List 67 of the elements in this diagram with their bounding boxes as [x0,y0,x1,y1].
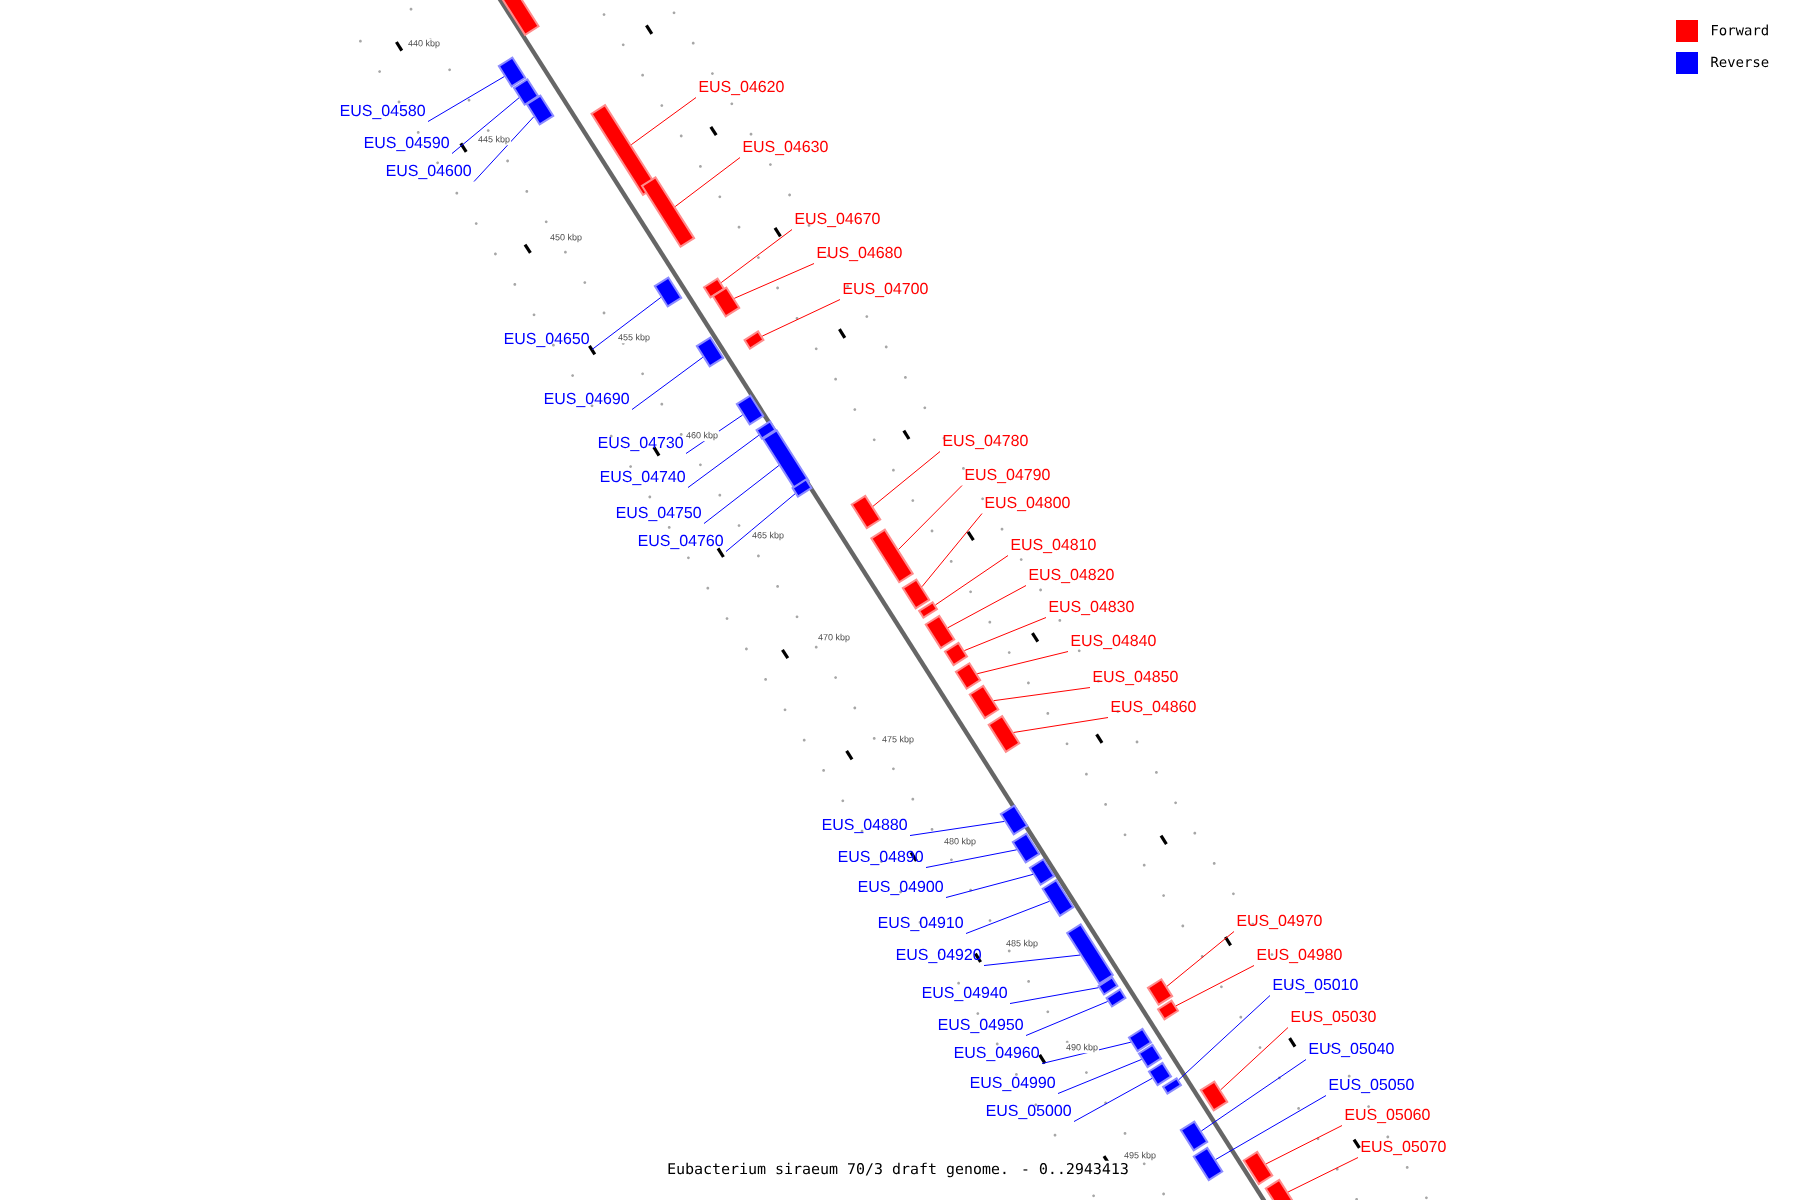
leader-line [1073,1077,1153,1123]
gene-block [1199,1080,1229,1112]
gene-block [1147,1061,1173,1087]
gene-block [735,394,765,426]
leader-line [1166,931,1235,987]
leader-line [591,296,662,351]
gene-block [695,336,725,368]
leader-line [1013,717,1109,733]
leader-line [1178,995,1271,1081]
gene-block [924,614,956,650]
leader-line [720,229,793,284]
gene-block [711,286,741,318]
gene-block [943,641,969,667]
gene-block [1097,976,1119,996]
leader-line [976,651,1069,675]
gene-block [791,478,813,498]
leader-line [1041,1041,1132,1065]
leader-line [687,434,760,489]
leader-line [1220,1027,1289,1091]
gene-block [653,276,683,308]
leader-line [631,356,704,411]
leader-line [964,617,1047,652]
leader-line [1025,1001,1109,1037]
gene-block [968,684,1000,720]
leader-line [934,555,1009,606]
leader-line [921,513,983,588]
leader-line [703,465,780,525]
gene-block [999,804,1029,836]
leader-line [1265,1125,1343,1165]
gene-block [525,94,555,126]
leader-line [1200,1059,1307,1132]
leader-line [947,585,1027,629]
leader-line [725,493,796,553]
leader-line [1287,1157,1359,1193]
gene-block [1105,988,1127,1008]
gene-block [1179,1120,1209,1152]
leader-line [1175,965,1255,1007]
leader-line [965,900,1050,935]
leader-line [685,414,744,455]
leader-line [1215,1095,1327,1160]
gene-block [901,578,931,610]
leader-line [945,873,1034,899]
gene-block [755,420,777,440]
gene-block [497,56,527,88]
leader-line [761,299,841,337]
gene-block [1127,1027,1153,1053]
leader-line [872,451,941,507]
gene-block [1011,832,1041,864]
leader-line [1057,1058,1143,1095]
leader-line [473,116,535,183]
gene-block [1137,1043,1163,1069]
gene-block [743,330,765,350]
gene-block [1264,1178,1296,1200]
leader-line [451,97,520,155]
leader-line [630,97,697,146]
leader-line [925,849,1018,869]
leader-line [993,687,1091,702]
leader-line [733,263,815,299]
leader-line [909,820,1005,837]
leader-line [898,485,963,550]
leader-line [427,76,505,123]
gene-block [1192,1146,1224,1182]
leader-line [674,157,741,208]
leader-line [1009,987,1099,1005]
leader-line [983,954,1081,967]
gene-block [850,494,882,530]
gene-block [1242,1150,1274,1186]
